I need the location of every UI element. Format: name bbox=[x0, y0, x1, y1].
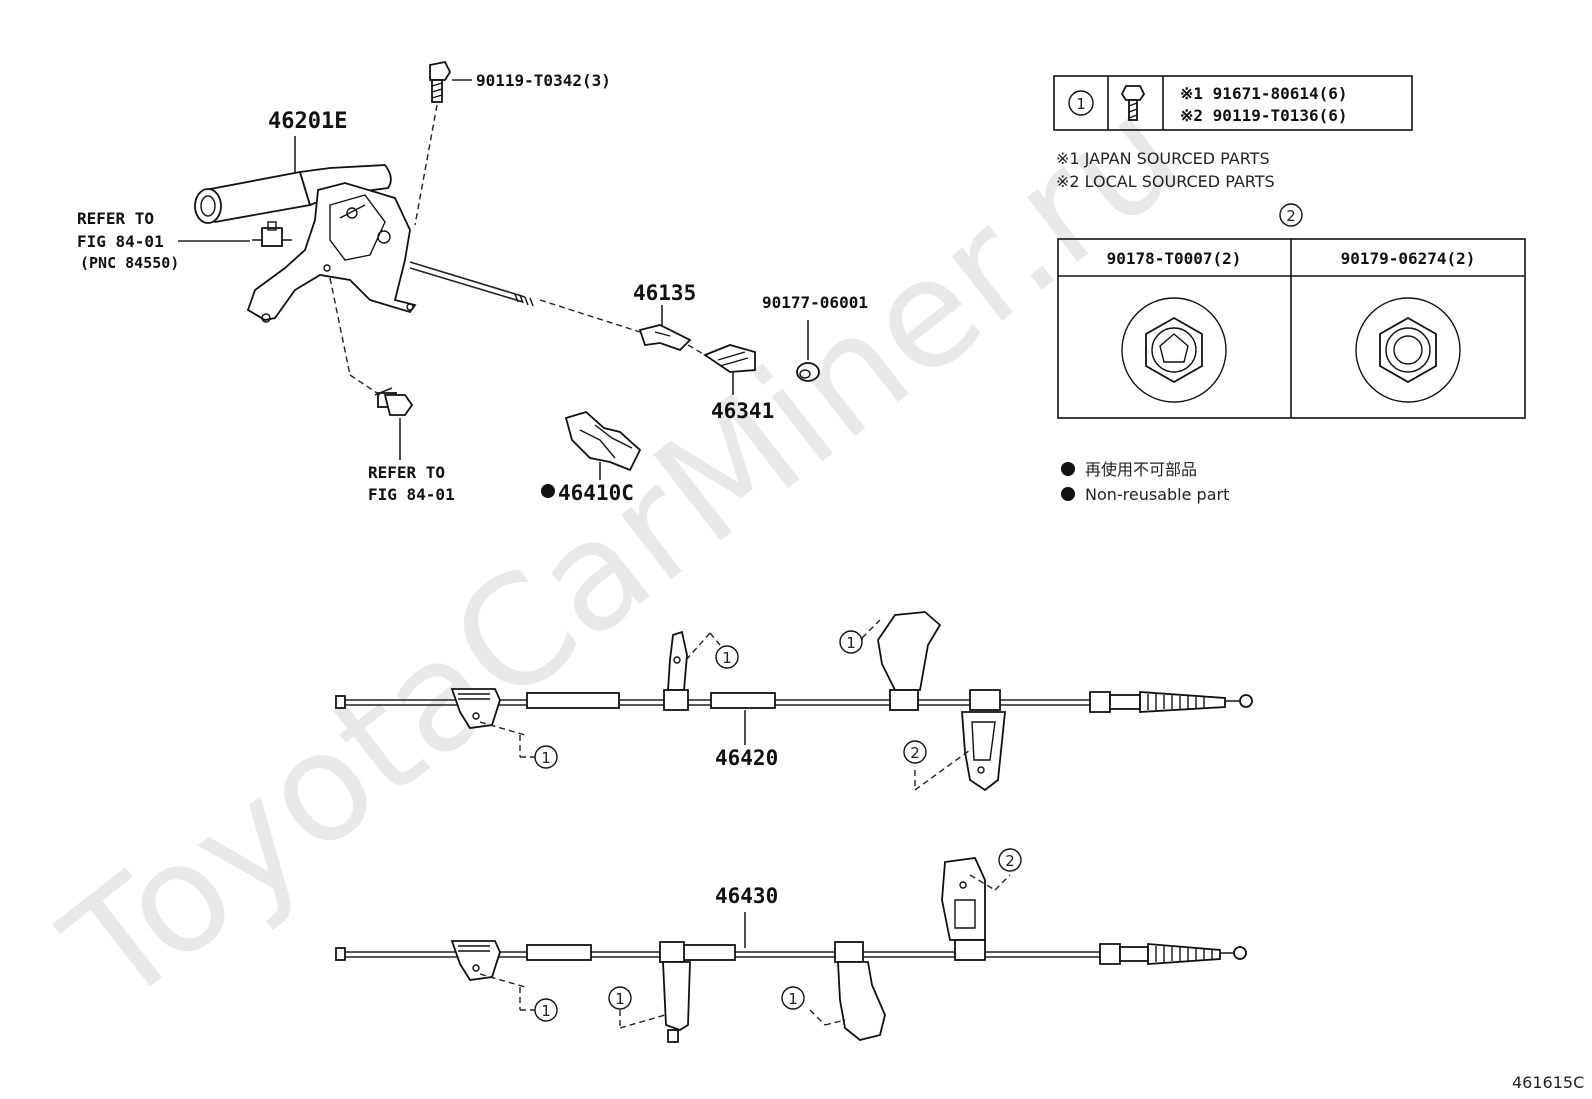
non-reusable-dot bbox=[541, 484, 555, 498]
bolt-icon bbox=[1120, 85, 1146, 121]
non-reusable-jp: 再使用不可部品 bbox=[1085, 460, 1197, 479]
label-refer-upper-2: FIG 84-01 bbox=[77, 232, 164, 251]
nut-table: 2 90178-T0007(2) 90179-06274(2) bbox=[1057, 203, 1526, 419]
label-yoke: 46341 bbox=[711, 399, 774, 423]
callout-1a: 1 bbox=[541, 749, 551, 767]
label-cable-rear: 46430 bbox=[715, 884, 778, 908]
clip-part bbox=[564, 410, 642, 472]
callout-1d: 1 bbox=[541, 1002, 551, 1020]
callout-2b: 2 bbox=[1005, 852, 1015, 870]
equalizer-part bbox=[638, 324, 692, 352]
non-reusable-en: Non-reusable part bbox=[1085, 485, 1229, 504]
callout-1e: 1 bbox=[615, 990, 625, 1008]
label-equalizer: 46135 bbox=[633, 281, 696, 305]
nut-icon-1 bbox=[1121, 297, 1227, 403]
legend-table: 1 ※1 91671-80614(6) ※2 90119-T0136(6) bbox=[1053, 75, 1413, 131]
legend-row2: ※2 90119-T0136(6) bbox=[1180, 106, 1348, 125]
note-japan: ※1 JAPAN SOURCED PARTS bbox=[1056, 149, 1270, 168]
bushing-part bbox=[796, 362, 820, 382]
lower-bolt-icon bbox=[374, 387, 414, 416]
label-refer-lower-2: FIG 84-01 bbox=[368, 485, 455, 504]
legend-row1: ※1 91671-80614(6) bbox=[1180, 84, 1348, 103]
figure-code: 461615C bbox=[1512, 1073, 1584, 1092]
non-reusable-dot-legend-2 bbox=[1061, 487, 1075, 501]
cable-rear bbox=[335, 857, 1247, 1043]
nut-table-symbol: 2 bbox=[1286, 207, 1296, 225]
label-lever-assy: 46201E bbox=[268, 109, 347, 134]
brake-switch bbox=[252, 221, 292, 247]
label-bushing: 90177-06001 bbox=[762, 293, 868, 312]
callout-1c: 1 bbox=[846, 634, 856, 652]
callout-1f: 1 bbox=[788, 990, 798, 1008]
non-reusable-dot-legend-1 bbox=[1061, 462, 1075, 476]
lever-assembly bbox=[194, 164, 534, 323]
nut-header-2: 90179-06274(2) bbox=[1341, 249, 1476, 268]
nut-icon-2 bbox=[1355, 297, 1461, 403]
callout-1b: 1 bbox=[722, 649, 732, 667]
label-bolt-top: 90119-T0342(3) bbox=[476, 71, 611, 90]
label-clip: 46410C bbox=[558, 481, 634, 505]
label-refer-lower-1: REFER TO bbox=[368, 463, 445, 482]
legend-symbol: 1 bbox=[1076, 95, 1086, 113]
label-refer-upper-1: REFER TO bbox=[77, 209, 154, 228]
label-refer-upper-3: (PNC 84550) bbox=[80, 254, 179, 272]
note-local: ※2 LOCAL SOURCED PARTS bbox=[1056, 172, 1275, 191]
callout-2a: 2 bbox=[910, 744, 920, 762]
yoke-part bbox=[703, 344, 756, 373]
nut-header-1: 90178-T0007(2) bbox=[1107, 249, 1242, 268]
top-bolt-icon bbox=[429, 60, 452, 103]
label-cable-front: 46420 bbox=[715, 746, 778, 770]
cable-front bbox=[335, 611, 1253, 792]
